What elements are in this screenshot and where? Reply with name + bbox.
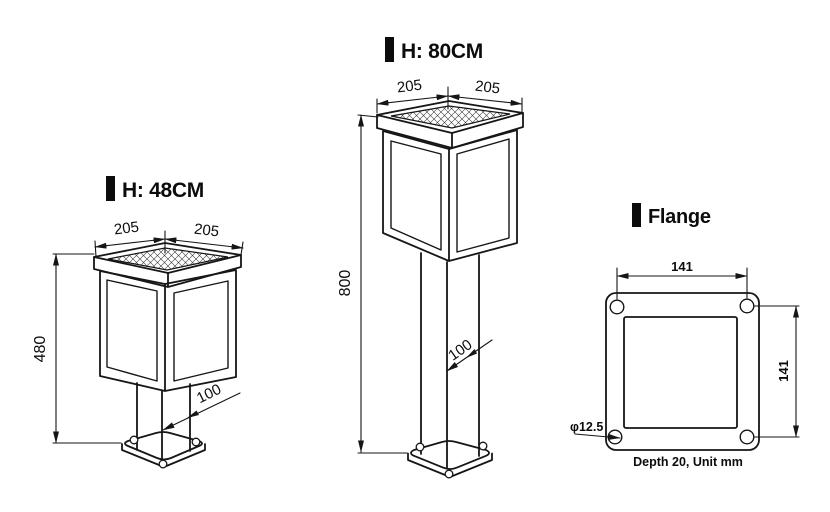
flange-bolt-hole: [739, 298, 755, 314]
lamp-head-panels: [390, 138, 510, 253]
flange-note: Depth 20, Unit mm: [633, 455, 743, 469]
section-title-bar: [385, 37, 394, 62]
extension-lines-height: [52, 253, 122, 444]
dimension-label-141-right: 141: [776, 360, 791, 382]
dimension-label-100: 100: [445, 336, 475, 364]
lamp-48cm-title: H: 48CM: [122, 179, 204, 202]
lamp-head-panels: [106, 279, 229, 382]
dimension-label-480: 480: [32, 336, 49, 363]
dimension-line-top-left: [94, 237, 166, 249]
lamp-48cm-drawing: H: 48CM 205 205 480 100: [32, 176, 244, 469]
dimension-label-205-left: 205: [396, 77, 423, 97]
bolt-hole: [444, 469, 454, 479]
flange-bolt-hole: [609, 299, 625, 315]
hole-diameter-label: φ12.5: [570, 420, 603, 434]
dimension-leader-base-width: [162, 392, 241, 431]
bolt-hole: [478, 441, 488, 451]
lamp-head-body: [99, 269, 237, 392]
arrowhead: [466, 349, 477, 358]
dimension-label-205-right: 205: [474, 78, 501, 98]
bolt-hole: [415, 442, 425, 452]
section-title-bar: [106, 176, 115, 201]
arrowhead: [187, 410, 199, 418]
lamp-80cm-drawing: H: 80CM 205 205 800 100: [337, 37, 524, 479]
dimension-label-205-left: 205: [113, 219, 140, 239]
lamp-head-cap-band: [93, 254, 242, 288]
dimension-label-205-right: 205: [193, 221, 220, 241]
dimension-line-top-right: [164, 237, 244, 250]
flange-bolt-hole: [739, 429, 755, 445]
flange-drawing: Flange 141 141 φ12.5 Depth 20, Unit mm: [570, 203, 800, 469]
flange-plate: [605, 292, 760, 451]
flange-title: Flange: [648, 206, 711, 228]
lamp-head-glass-crosshatch: [390, 105, 511, 129]
dimension-label-141-top: 141: [671, 259, 693, 274]
lamp-80cm-title: H: 80CM: [401, 40, 483, 63]
dimension-label-800: 800: [337, 270, 354, 297]
flange-inner-square: [623, 316, 738, 429]
dimension-line-top-right: [447, 94, 523, 106]
lamp-head-body: [382, 129, 518, 262]
section-title-bar: [632, 203, 641, 227]
dimension-line-top-left: [376, 94, 449, 106]
bolt-hole: [191, 437, 201, 447]
bolt-hole: [158, 459, 168, 469]
lamp-post: [136, 382, 191, 465]
lamp-head-glass-crosshatch: [107, 247, 229, 271]
base-plate-top: [124, 431, 203, 461]
leader-line-hole-diameter: [574, 433, 621, 440]
lamp-pole: [420, 252, 480, 469]
bolt-hole: [129, 435, 139, 445]
base-plate-top: [410, 440, 490, 470]
extension-lines-height: [753, 305, 800, 438]
